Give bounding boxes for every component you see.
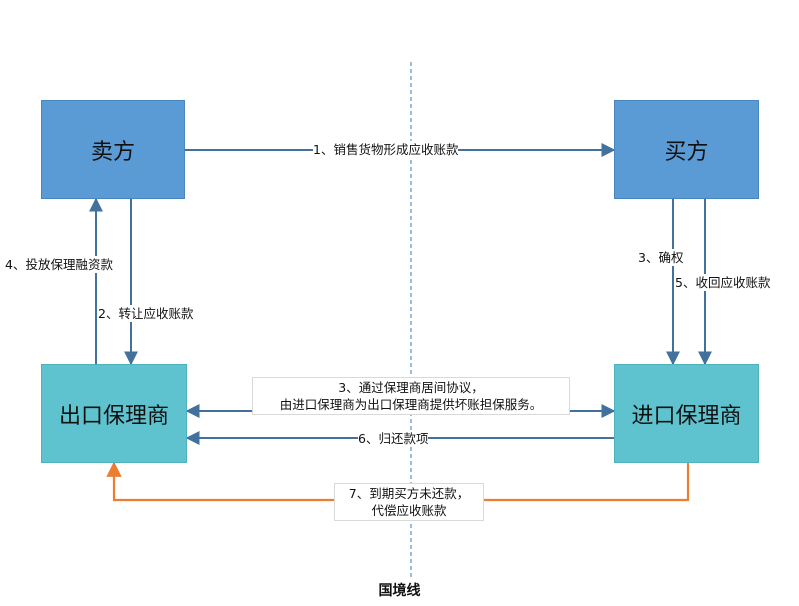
seller-node: 卖方	[41, 100, 185, 199]
flow-label-agreement: 3、通过保理商居间协议， 由进口保理商为出口保理商提供坏账担保服务。	[252, 377, 570, 415]
guarantee-line-2: 代偿应收账款	[371, 503, 447, 518]
buyer-node: 买方	[614, 100, 759, 199]
flow-label-repay: 6、归还款项	[358, 430, 429, 447]
buyer-label: 买方	[664, 139, 709, 165]
flow-label-collect: 5、收回应收账款	[675, 274, 771, 291]
export-factor-label: 出口保理商	[58, 403, 169, 429]
seller-label: 卖方	[90, 139, 135, 165]
agreement-line-1: 3、通过保理商居间协议，	[338, 380, 484, 395]
flow-label-transfer: 2、转让应收账款	[98, 305, 194, 322]
import-factor-label: 进口保理商	[631, 403, 742, 429]
import-factor-node: 进口保理商	[614, 364, 759, 463]
guarantee-line-1: 7、到期买方未还款，	[348, 486, 470, 501]
flow-label-guarantee: 7、到期买方未还款， 代偿应收账款	[334, 483, 484, 521]
flow-label-sale: 1、销售货物形成应收账款	[313, 141, 459, 158]
flow-label-confirm: 3、确权	[638, 249, 684, 266]
agreement-line-2: 由进口保理商为出口保理商提供坏账担保服务。	[279, 397, 543, 412]
flow-label-financing: 4、投放保理融资款	[5, 256, 113, 273]
export-factor-node: 出口保理商	[41, 364, 187, 463]
border-label: 国境线	[378, 583, 421, 599]
